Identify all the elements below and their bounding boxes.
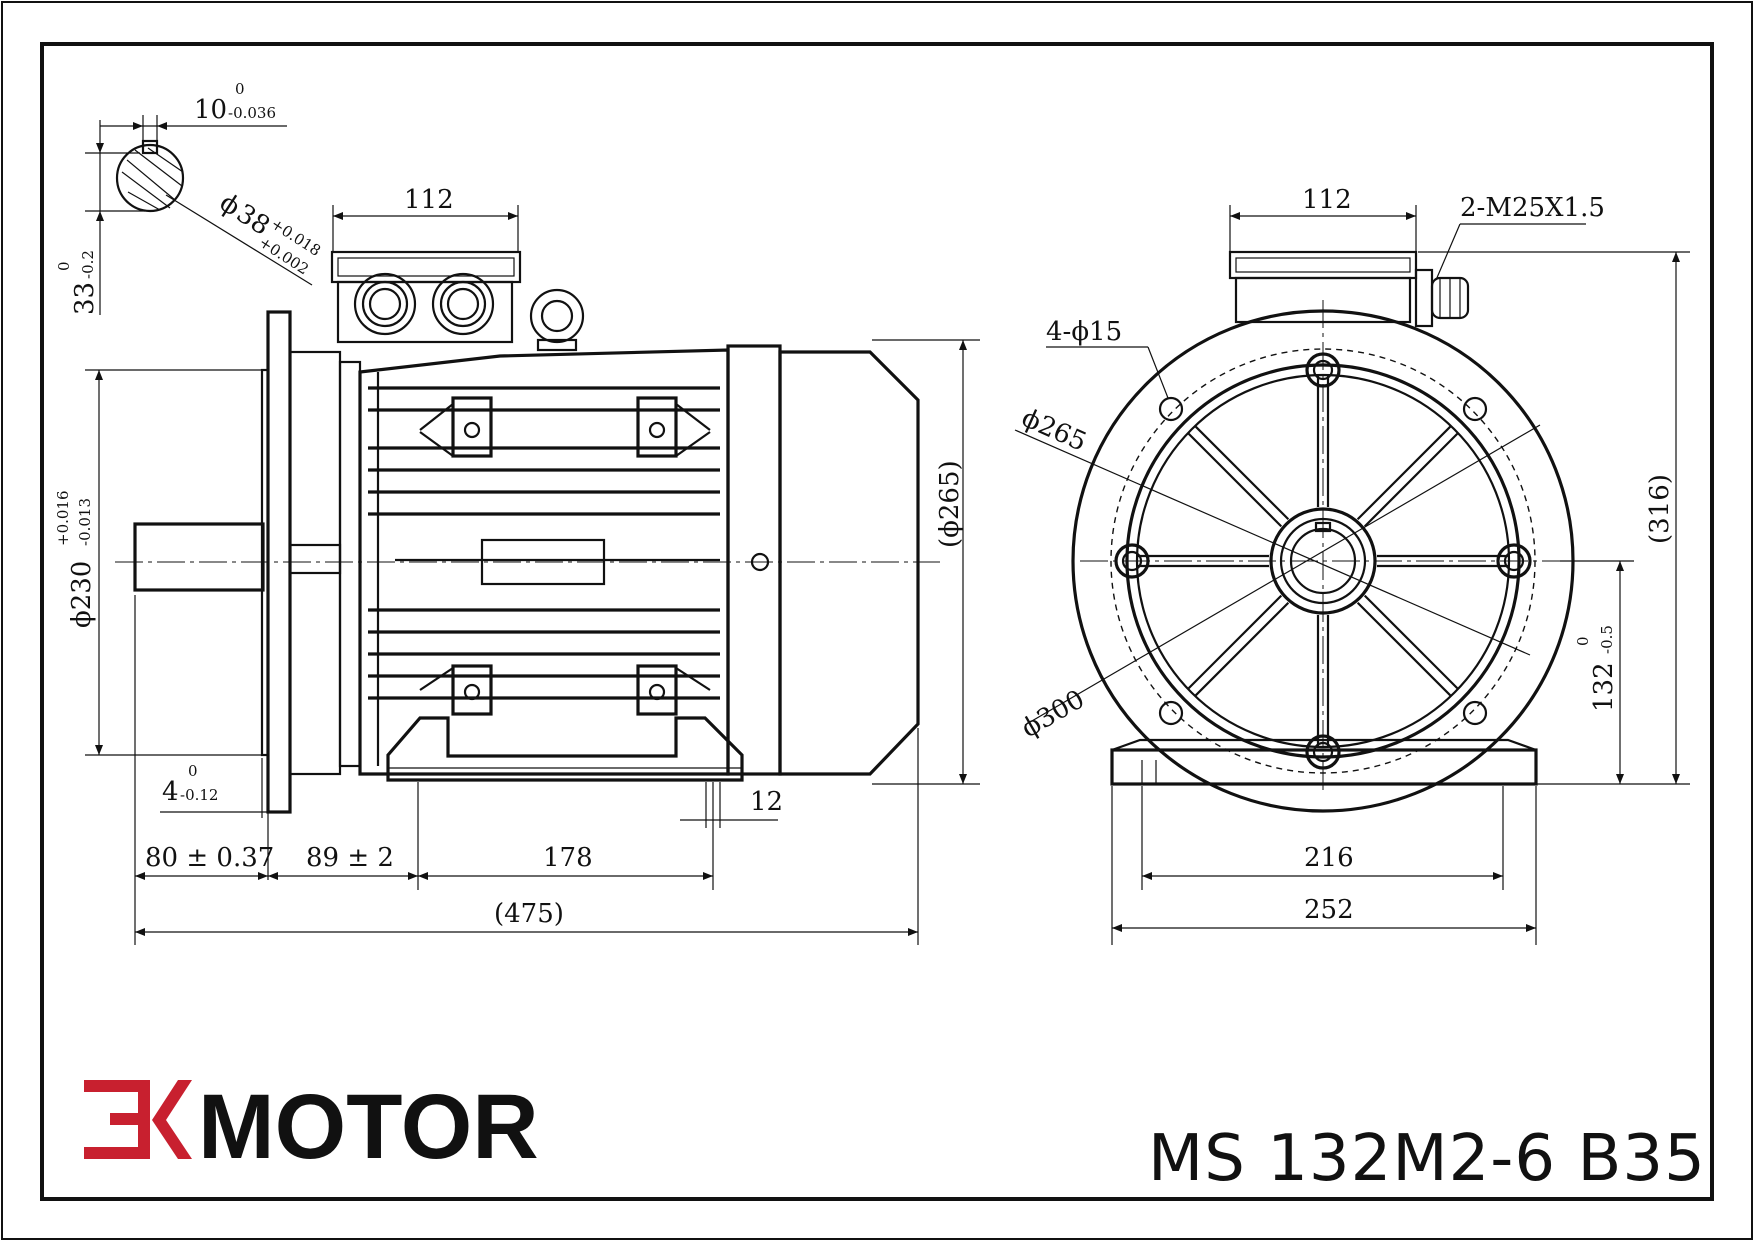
pitch-circle-dim: ϕ265 [1017,403,1091,458]
ek-logo-mark [84,1080,192,1159]
foot-hole-spacing-dim: 216 [1304,843,1354,873]
end-terminal-box-width-dim: 112 [1302,185,1352,215]
foot-width-dim: 252 [1304,895,1354,925]
shaft-height-dim: 132 [1589,662,1619,712]
shaft-length-dim: 80 ± 0.37 [145,843,274,873]
shaft [133,522,265,592]
flange-to-foot-dim: 89 ± 2 [306,843,394,873]
lifting-eye [529,288,585,352]
model-number: MS 132M2-6 B35 [1148,1122,1706,1196]
brand-name: MOTOR [198,1076,539,1178]
flange-dia-dim: ϕ300 [1017,684,1090,744]
key-width-tol-lower: -0.036 [228,104,276,122]
terminal-box [330,250,522,344]
spigot-dia-tol-upper: +0.016 [54,490,72,546]
foot-spacing-dim: 178 [543,843,593,873]
motor-body [358,348,730,776]
end-view: 112 2-M25X1.5 4-ϕ15 [1014,185,1690,945]
side-terminal-box-width-dim: 112 [404,185,454,215]
end-shield [726,344,782,776]
spigot-depth-dim: 4 [162,777,179,807]
fan-cover [778,350,920,776]
fan-cover-dia-dim: (ϕ265) [935,460,965,548]
spigot-depth-tol-lower: -0.12 [180,786,218,804]
spigot-depth-tol-upper: 0 [188,762,198,780]
key-height-tol-upper: 0 [55,261,73,271]
shaft-height-tol-upper: 0 [1574,636,1592,646]
motor-feet [386,716,744,782]
key-height-dim: 33 [70,282,100,315]
shaft-key-section [85,115,313,315]
overall-height-dim: (316) [1645,474,1675,544]
side-foot-hole-dim: 12 [750,787,783,817]
spigot-dia-tol-lower: -0.013 [76,498,94,546]
side-view: 10 0 -0.036 33 0 -0.2 ϕ 38 +0.018 +0.002… [54,80,980,945]
shaft-height-tol-lower: -0.5 [1598,625,1616,654]
spigot-dia-dim: ϕ230 [67,561,97,628]
flange-holes-dim: 4-ϕ15 [1046,317,1122,347]
key-height-tol-lower: -0.2 [79,250,97,279]
overall-length-dim: (475) [494,899,564,929]
brand-logo: MOTOR [84,1076,539,1178]
inner-frame [40,42,1714,1201]
key-width-tol-upper: 0 [235,80,245,98]
cable-gland-spec: 2-M25X1.5 [1460,193,1605,223]
key-width-dim: 10 [194,95,227,125]
